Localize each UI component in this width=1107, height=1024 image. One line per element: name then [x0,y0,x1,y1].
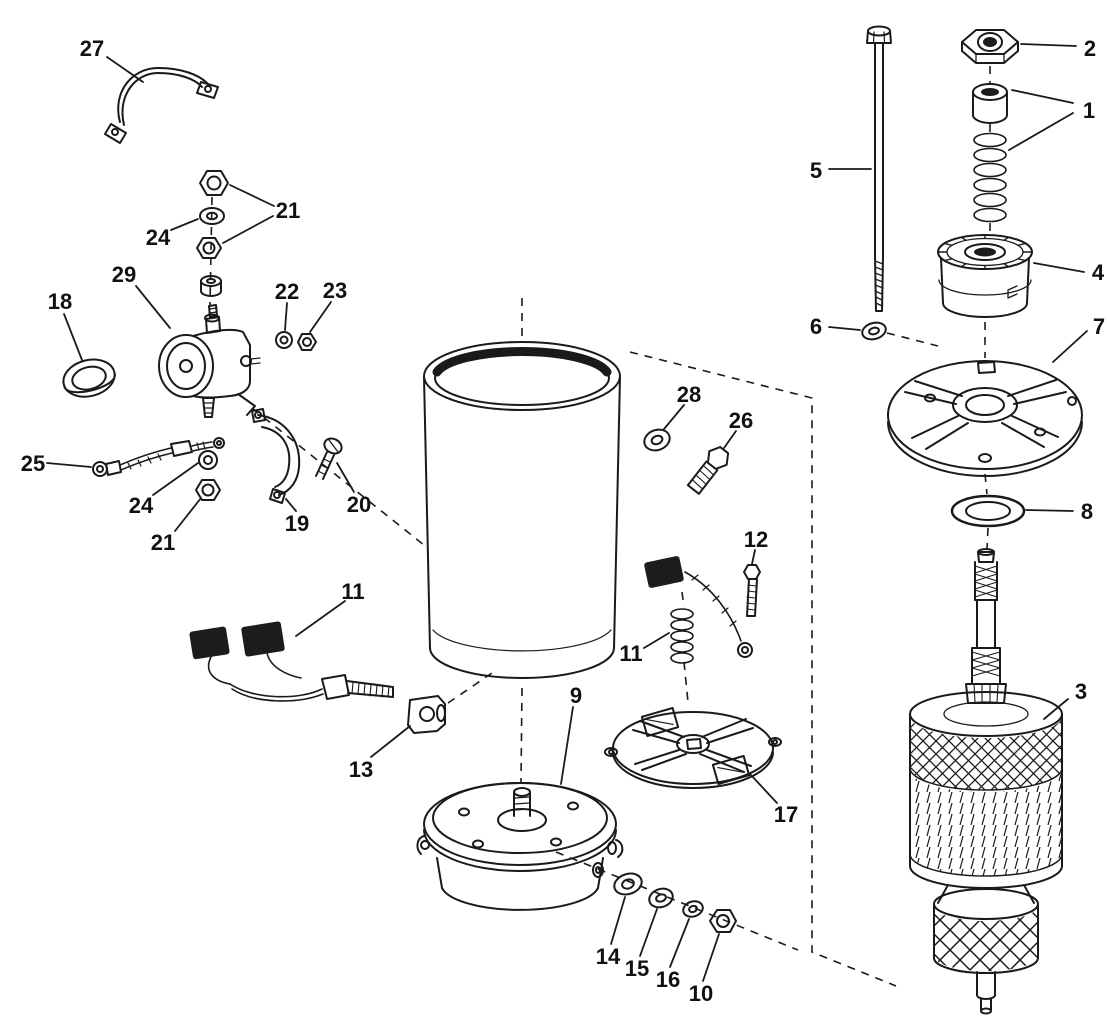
part-callout-24-washer: 24 [146,225,171,250]
leader-line-22-washer [284,302,288,331]
part-callout-6-washer: 6 [810,314,822,339]
construction-dashes [209,66,991,987]
through-bolt-drawing [866,25,892,312]
part-callout-8-spacer-washer: 8 [1081,499,1093,524]
leader-line-20-screw [336,462,355,493]
leader-line-19-clamp-strap [285,498,297,512]
leader-line-3-armature [1043,698,1069,720]
leader-line-21-hex-nuts [229,184,275,207]
leader-line-25-battery-cable [46,462,92,468]
washer-nut-22-23-drawing [275,331,317,351]
leader-line-28-washer [663,404,685,430]
lower-end-cap-drawing [416,782,624,911]
leader-line-11-brush-set [295,600,346,637]
part-callout-17-brush-plate: 17 [774,802,798,827]
leader-line-23-nut [309,301,332,333]
leader-line-29-solenoid [135,285,171,329]
leader-line-13-cable-clamp [370,725,411,758]
part-callout-25-battery-cable: 25 [21,451,45,476]
leader-line-12-terminal-screw [751,549,756,565]
part-callout-2-hex-nut: 2 [1084,36,1096,61]
leader-line-21-hex-nut [174,497,202,532]
part-callout-18-insulator-ring: 18 [48,289,72,314]
leader-line-10-hex-nut [702,933,720,982]
part-callout-19-clamp-strap: 19 [285,511,309,536]
part-callout-26-bolt: 26 [729,408,753,433]
insulator-ring-drawing [62,358,116,398]
endcap-hardware-drawing [613,872,737,933]
part-callout-20-screw: 20 [347,492,371,517]
part-callout-21-hex-nuts: 21 [276,198,300,223]
leader-line-24-washer [152,462,199,496]
leader-line-14-washer [610,896,626,945]
brush-right-drawing [644,556,761,664]
part-callout-1-bushing-and-spring: 1 [1083,98,1095,123]
part-callout-16-lock-washer: 16 [656,967,680,992]
part-callout-12-terminal-screw: 12 [744,527,768,552]
part-callout-11-brush-set: 11 [341,579,364,604]
part-callout-9-lower-end-cap: 9 [570,683,582,708]
brush-set-left-drawing [189,621,446,734]
part-callout-14-washer: 14 [596,944,621,969]
part-callout-21-hex-nut: 21 [151,530,175,555]
washer-nut-lower-drawing [195,450,221,501]
part-callout-3-armature: 3 [1075,679,1087,704]
battery-cable-drawing [92,437,225,477]
leader-lines [46,43,1088,982]
part-callout-13-cable-clamp: 13 [349,757,373,782]
leader-line-15-washer [639,908,658,957]
leader-line-27-ground-strap [106,56,144,83]
leader-line-18-insulator-ring [63,313,83,361]
motor-frame-drawing [423,341,621,679]
leader-line-24-washer [170,218,199,231]
part-callout-24-washer: 24 [129,493,154,518]
part-callout-29-solenoid: 29 [112,262,136,287]
solenoid-drawing [158,304,261,418]
leader-line-16-lock-washer [669,918,690,968]
ground-strap-drawing [104,67,219,144]
part-callout-23-nut: 23 [323,278,347,303]
terminal-hardware-stack-drawing [196,170,229,297]
leader-line-26-bolt [723,430,737,449]
part-callout-27-ground-strap: 27 [80,36,104,61]
bushing-spring-drawing [972,83,1008,223]
leader-line-8-spacer-washer [1025,509,1074,512]
leader-line-1-bushing-and-spring [1011,89,1074,104]
leader-line-1-bushing-and-spring [1008,112,1074,151]
part-callout-4-pinion-drive-gear: 4 [1092,260,1105,285]
part-callout-15-washer: 15 [625,956,649,981]
brush-plate-drawing [604,706,782,789]
part-callout-7-end-plate: 7 [1093,314,1105,339]
washer-bolt-drawing [643,428,730,495]
part-callout-11-brush-and-spring: 11 [619,641,642,666]
leader-line-7-end-plate [1052,330,1088,363]
leader-line-2-hex-nut [1020,43,1077,47]
part-callout-22-washer: 22 [275,279,299,304]
spacer-washer-drawing [950,494,1026,528]
armature-drawing [909,548,1063,1015]
part-callout-28-washer: 28 [677,382,701,407]
leader-line-9-lower-end-cap [560,706,574,785]
mounting-nut-drawing [961,29,1019,64]
pinion-drive-drawing [861,234,1033,341]
leader-line-17-brush-plate [749,773,778,804]
end-plate-drawing [887,360,1083,477]
leader-line-11-brush-and-spring [643,632,670,649]
part-callout-5-through-bolt: 5 [810,158,822,183]
part-callout-10-hex-nut: 10 [689,981,713,1006]
leader-line-4-pinion-drive-gear [1033,262,1085,273]
leader-line-6-washer [828,326,861,331]
clamp-strap-drawing [251,408,343,504]
leader-line-21-hex-nuts [222,215,274,244]
